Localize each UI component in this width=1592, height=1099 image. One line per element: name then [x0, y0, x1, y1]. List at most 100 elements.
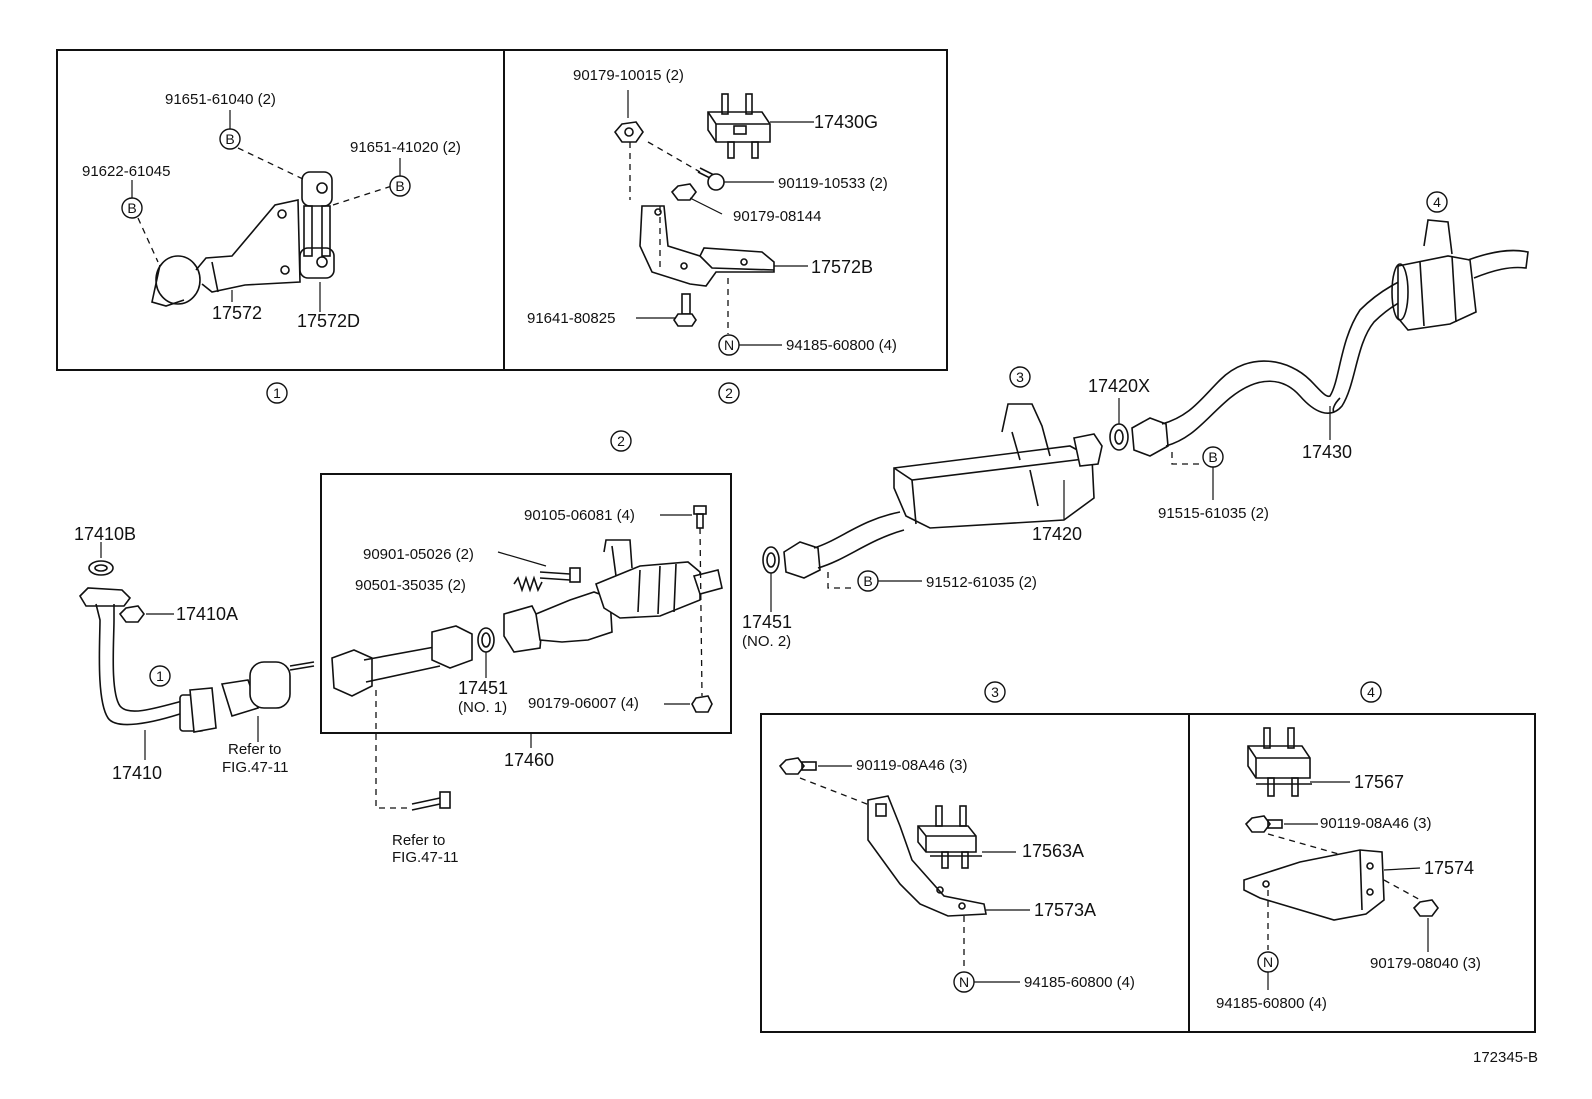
detail-box-4: [1188, 713, 1536, 1033]
refer-note-fig: FIG.47-11: [222, 759, 288, 776]
detail-callout-2-label: 2: [617, 433, 625, 449]
callout-n-label: N: [1263, 954, 1273, 970]
refer-note-text: Refer to: [392, 832, 445, 849]
front-pipe-17410-drawing: [78, 587, 217, 733]
part-number-label: 17430: [1302, 442, 1352, 462]
callout-4-icon: [1426, 191, 1448, 213]
gasket-17451-no1-drawing: [477, 627, 495, 653]
callout-n-label: N: [959, 974, 969, 990]
part-number-label: 17410: [112, 763, 162, 783]
part-number-label: 17430G: [814, 112, 878, 132]
detail-callout-3-label: 3: [991, 684, 999, 700]
part-number-label: 90901-05026 (2): [363, 546, 474, 563]
part-number-label: 17460: [504, 750, 554, 770]
part-number-label: 91641-80825: [527, 310, 615, 327]
bracket-17572D-drawing: [299, 171, 335, 279]
detail-callout-4-icon: [1360, 681, 1382, 703]
bolt-90119-10533-drawing: [697, 167, 725, 191]
callout-4-label: 4: [1433, 194, 1441, 210]
catalytic-converter-drawing: [503, 539, 723, 653]
part-number-label: 90179-10015 (2): [573, 67, 684, 84]
part-number-label: 90119-08A46 (3): [1320, 815, 1431, 832]
callout-b-label: B: [1208, 449, 1217, 465]
bolt-90119-08A46-b-drawing: [1244, 815, 1283, 833]
part-number-label: 17451: [742, 612, 792, 632]
part-number-label: 91512-61035 (2): [926, 574, 1037, 591]
gasket-17451-no2-drawing: [762, 546, 780, 574]
part-number-label: 90179-06007 (4): [528, 695, 639, 712]
refer-note-fig: FIG.47-11: [392, 849, 458, 866]
callout-b-label: B: [395, 178, 404, 194]
part-number-label: 94185-60800 (4): [1216, 995, 1327, 1012]
part-number-label: 17410B: [74, 524, 136, 544]
gasket-17410B-drawing: [88, 560, 114, 576]
callout-b-label: B: [127, 200, 136, 216]
part-number-label: 17420X: [1088, 376, 1150, 396]
bolt-90105-06081-drawing: [693, 505, 707, 529]
bracket-17572B-drawing: [639, 205, 775, 287]
detail-callout-2-label: 2: [725, 385, 733, 401]
hanger-17572-drawing: [151, 199, 301, 307]
part-number-label: 17572: [212, 303, 262, 323]
converter-pipe-drawing: [331, 625, 473, 697]
part-number-label: 17420: [1032, 524, 1082, 544]
figure-code: 172345-B: [1473, 1049, 1538, 1066]
bracket-17573A-drawing: [867, 795, 987, 917]
nut-90179-10015-drawing: [613, 121, 644, 143]
callout-1-label: 1: [156, 668, 164, 684]
part-number-label: 17410A: [176, 604, 238, 624]
detail-box-2: [503, 49, 948, 371]
tail-pipe-17430-drawing: [1131, 219, 1529, 457]
part-number-label: 91622-61045: [82, 163, 170, 180]
nut-90179-08040-drawing: [1412, 899, 1439, 917]
detail-callout-3-icon: [984, 681, 1006, 703]
part-number-label: 17451: [458, 678, 508, 698]
bolt-91641-80825-drawing: [673, 293, 697, 327]
part-number-label: 91515-61035 (2): [1158, 505, 1269, 522]
detail-callout-1-label: 1: [273, 385, 281, 401]
part-number-label: 17572D: [297, 311, 360, 331]
part-number-label: 17567: [1354, 772, 1404, 792]
part-number-label: 94185-60800 (4): [786, 337, 897, 354]
part-number-label: (NO. 1): [458, 699, 507, 716]
sensor-drawing: [220, 661, 315, 717]
part-number-label: (NO. 2): [742, 633, 791, 650]
callout-3-icon: [1009, 366, 1031, 388]
spring-90501-35035-drawing: [513, 575, 543, 593]
part-number-label: 17563A: [1022, 841, 1084, 861]
bolt-90119-08A46-drawing: [778, 757, 817, 775]
mount-17430G-drawing: [707, 93, 771, 159]
stud-bolt-drawing: [411, 791, 451, 811]
part-number-label: 90119-08A46 (3): [856, 757, 967, 774]
detail-callout-4-label: 4: [1367, 684, 1375, 700]
refer-note-text: Refer to: [228, 741, 281, 758]
part-number-label: 90179-08040 (3): [1370, 955, 1481, 972]
mount-17563A-drawing: [917, 805, 982, 869]
part-number-label: 17574: [1424, 858, 1474, 878]
callout-b-label: B: [863, 573, 872, 589]
callout-3-label: 3: [1016, 369, 1024, 385]
bracket-17574-drawing: [1243, 849, 1385, 921]
detail-callout-2-icon: [610, 430, 632, 452]
detail-callout-2-icon: [718, 382, 740, 404]
part-number-label: 17572B: [811, 257, 873, 277]
callout-n-label: N: [724, 337, 734, 353]
nut-17410A-drawing: [118, 605, 145, 623]
part-number-label: 90179-08144: [733, 208, 821, 225]
part-number-label: 94185-60800 (4): [1024, 974, 1135, 991]
part-number-label: 91651-61040 (2): [165, 91, 276, 108]
center-muffler-17420-drawing: [783, 403, 1103, 579]
nut-90179-06007-drawing: [691, 695, 713, 713]
mount-17567-drawing: [1247, 727, 1312, 797]
catalytic-converter-box: [320, 473, 732, 734]
part-number-label: 90119-10533 (2): [778, 175, 888, 192]
callout-b-label: B: [225, 131, 234, 147]
bolt-90901-05026-drawing: [539, 567, 581, 583]
part-number-label: 90501-35035 (2): [355, 577, 466, 594]
part-number-label: 17573A: [1034, 900, 1096, 920]
detail-callout-1-icon: [266, 382, 288, 404]
callout-1-icon: [149, 665, 171, 687]
part-number-label: 91651-41020 (2): [350, 139, 461, 156]
part-number-label: 90105-06081 (4): [524, 507, 635, 524]
